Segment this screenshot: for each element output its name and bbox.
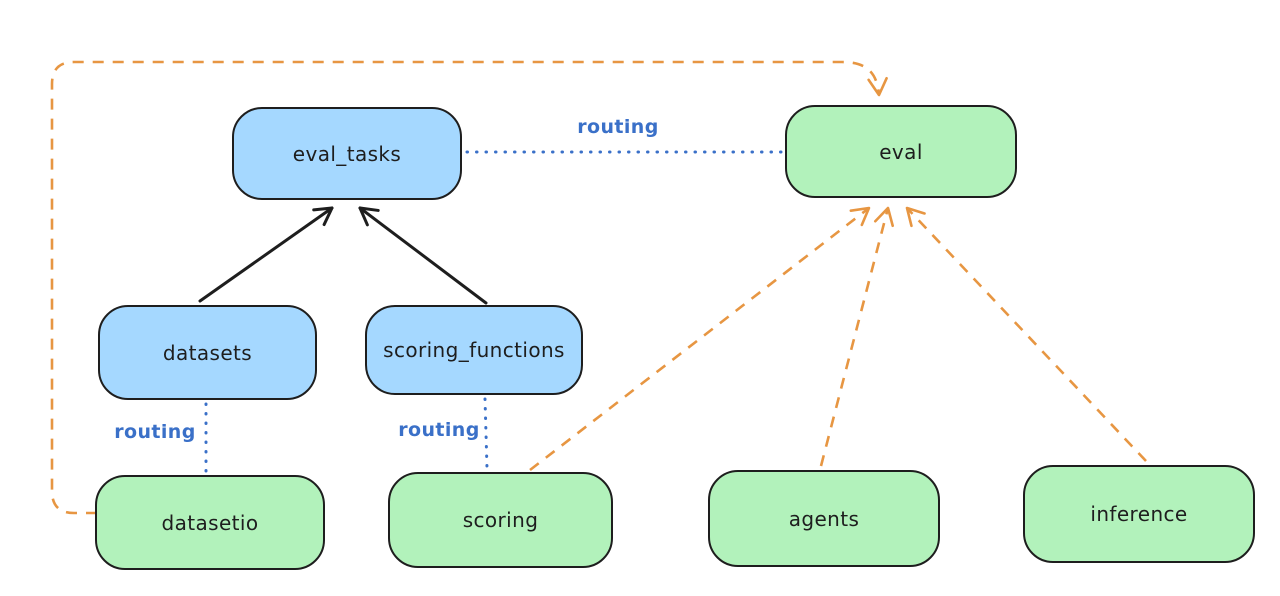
edge-inference-to-eval [905, 206, 1147, 462]
node-inference-label: inference [1090, 502, 1188, 526]
edge-scoring-functions-to-scoring-routing [483, 397, 489, 470]
edge-scoring-functions-to-eval-tasks [358, 206, 488, 305]
edge-agents-to-eval [819, 206, 894, 467]
node-scoring: scoring [388, 472, 613, 568]
node-scoring-functions-label: scoring_functions [383, 338, 565, 362]
node-eval-tasks-label: eval_tasks [292, 141, 402, 166]
node-eval-label: eval [879, 139, 923, 164]
edge-label-routing-top: routing [577, 116, 659, 138]
edge-datasetio-to-eval-loop [50, 60, 888, 515]
node-datasetio: datasetio [95, 475, 325, 570]
node-eval-tasks: eval_tasks [232, 107, 462, 200]
node-eval: eval [785, 105, 1017, 198]
node-inference: inference [1023, 465, 1255, 563]
node-datasetio-label: datasetio [161, 510, 259, 535]
node-datasets-label: datasets [162, 340, 253, 365]
node-agents-label: agents [788, 506, 860, 531]
node-scoring-label: scoring [462, 508, 539, 532]
node-agents: agents [708, 470, 940, 567]
edge-datasets-to-eval-tasks [198, 206, 334, 303]
edge-label-routing-left: routing [114, 421, 196, 443]
node-datasets: datasets [98, 305, 317, 400]
node-scoring-functions: scoring_functions [365, 305, 583, 395]
edge-label-routing-middle: routing [398, 419, 480, 441]
